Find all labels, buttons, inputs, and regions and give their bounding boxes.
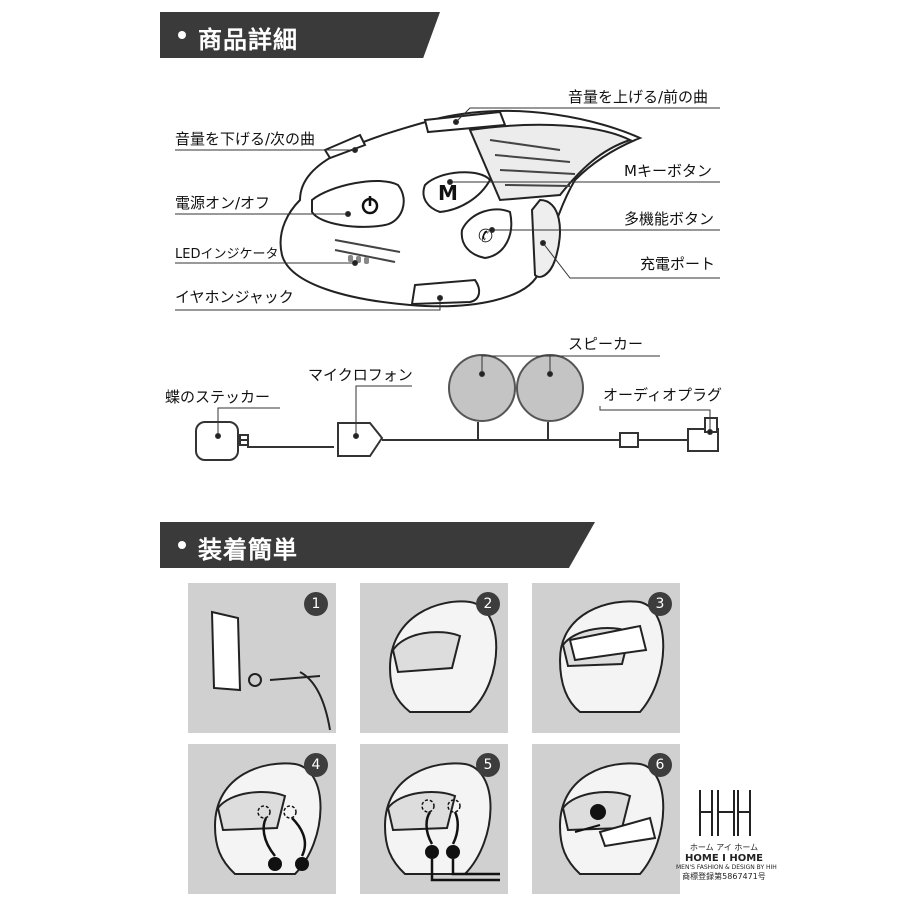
step-number: 1 [304,592,328,616]
logo-kana: ホーム アイ ホーム [689,843,759,852]
m-key-label: Mキーボタン [624,162,712,180]
speaker-left [448,354,516,422]
microphone-box [337,422,384,457]
m-key-icon: M [438,181,458,205]
logo-tagline: MEN'S FASHION & DESIGN BY HIH [676,864,777,871]
step-number: 5 [476,753,500,777]
brand-logo: ホーム アイ ホーム HOME I HOME MEN'S FASHION & D… [676,842,777,882]
power-icon [361,196,379,215]
step-number: 2 [476,592,500,616]
step-number: 3 [648,592,672,616]
hih-logo-mark [699,790,751,836]
sticker-label: 蝶のステッカー [165,388,271,406]
step-number: 6 [648,753,672,777]
sticker-pad [195,421,239,461]
speaker-right [516,354,584,422]
microphone-label: マイクロフォン [308,366,413,384]
earphone-jack-label: イヤホンジャック [175,288,294,306]
logo-trademark: 商標登録第5867471号 [682,872,766,881]
bullet-icon [178,31,186,39]
bullet-icon [178,541,186,549]
power-label: 電源オン/オフ [175,194,271,212]
volume-up-label: 音量を上げる/前の曲 [568,88,709,106]
install-title: 装着簡単 [198,536,298,564]
audio-plug-label: オーディオプラグ [603,386,722,404]
led-indicator-label: LEDインジケータ [175,247,279,262]
details-section-header: 商品詳細 [160,12,440,58]
details-title: 商品詳細 [198,26,298,54]
accessories [195,417,719,461]
speaker-label: スピーカー [568,335,644,353]
install-section-header: 装着簡単 [160,522,595,568]
multi-function-label: 多機能ボタン [624,210,715,228]
mounted-device [568,624,657,848]
helmet-illustrations [213,600,665,875]
logo-name: HOME I HOME [685,853,763,864]
step-number: 4 [304,753,328,777]
intercom-device [279,109,643,308]
charge-port-label: 充電ポート [640,255,716,273]
step1-illustration [210,610,331,731]
volume-down-label: 音量を下げる/次の曲 [175,130,316,148]
